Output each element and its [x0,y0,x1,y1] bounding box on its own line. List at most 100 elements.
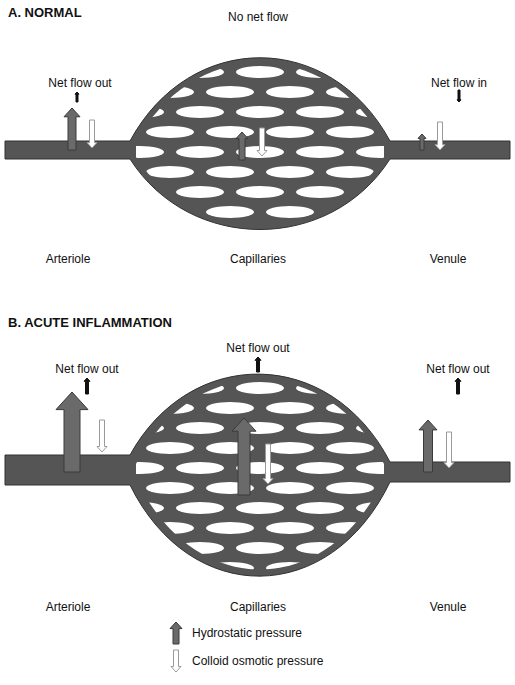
osmotic-arrow [257,128,267,156]
flow-label: Net flow out [426,362,489,376]
capillary-gap [146,442,194,454]
capillary-gap [116,382,164,394]
capillary-gap [386,46,434,58]
capillary-gap [146,46,194,58]
capillary-gap [176,542,224,554]
legend-text: Hydrostatic pressure [192,626,302,640]
capillary-gap [86,206,134,218]
capillary-gap [386,522,434,534]
capillary-gap [266,442,314,454]
capillary-gap [116,186,164,198]
vessel-label: Venule [430,600,467,614]
capillary-gap [356,146,404,158]
capillary-gap [206,206,254,218]
capillary-gap [86,442,134,454]
capillary-gap [146,522,194,534]
capillary-gap [146,482,194,494]
capillary-gap [356,186,404,198]
capillary-gap [116,226,164,238]
vessel-label: Arteriole [46,600,91,614]
pressure-arrows [56,90,461,672]
capillary-gap [356,422,404,434]
capillary-gap [296,382,344,394]
capillary-gap [146,206,194,218]
capillary-gap [266,206,314,218]
capillary-gap [386,402,434,414]
flow-label: No net flow [228,10,288,24]
capillary-gap [266,86,314,98]
capillary-gap [176,106,224,118]
hydrostatic-arrow [419,420,437,472]
flow-label: Net flow out [55,362,118,376]
capillary-gap [296,422,344,434]
capillary-gap [266,362,314,374]
legend-hydrostatic-sample [170,622,182,644]
capillary-gap [296,66,344,78]
capillary-gap [356,66,404,78]
hydrostatic-arrow [232,418,256,495]
flow-label: Net flow in [431,76,487,90]
capillary-gap [296,542,344,554]
capillary-gap [266,166,314,178]
capillary-gap [176,382,224,394]
capillary-gap [296,106,344,118]
capillary-gap [206,562,254,574]
net-flow-arrow [255,357,261,372]
capillary-gap [386,206,434,218]
capillary-gap [146,166,194,178]
capillary-gap [296,226,344,238]
capillary-gap [296,462,344,474]
capillary-gap [206,86,254,98]
vessel-normal [5,46,510,238]
vessel-label: Capillaries [230,252,286,266]
capillary-gap [176,502,224,514]
capillary-gap [266,126,314,138]
capillary-gap [386,86,434,98]
capillary-gap [326,86,374,98]
capillary-gap [206,46,254,58]
capillary-gap [236,66,284,78]
capillary-gap [296,502,344,514]
capillary-gap [176,226,224,238]
net-flow-arrow [75,92,79,102]
capillary-gap [326,562,374,574]
capillary-gap [386,126,434,138]
capillary-gap [386,562,434,574]
capillary-gap [356,502,404,514]
vessel-label: Venule [430,252,467,266]
capillary-gap [236,542,284,554]
capillary-gap [236,186,284,198]
capillary-gap [236,382,284,394]
capillary-gap [386,166,434,178]
capillary-gap [116,106,164,118]
capillary-gap [86,402,134,414]
capillary-gap [146,86,194,98]
flow-label: Net flow out [226,341,289,355]
capillary-gap [356,542,404,554]
vessel-inflamed [5,362,510,594]
capillary-gap [326,522,374,534]
capillary-gap [176,66,224,78]
capillary-gap [266,562,314,574]
capillary-gap [326,362,374,374]
hydrostatic-arrow [56,392,88,472]
hydrostatic-arrow [64,108,80,150]
capillary-gap [386,482,434,494]
capillary-gap [356,226,404,238]
capillary-gap [296,146,344,158]
capillary-gap [176,462,224,474]
capillary-gap [206,166,254,178]
osmotic-arrow [435,122,445,150]
capillary-gap [176,186,224,198]
capillary-gap [86,166,134,178]
hydrostatic-arrow [236,132,248,160]
legend-text: Colloid osmotic pressure [192,654,323,668]
capillary-gap [116,582,164,594]
capillary-gap [86,522,134,534]
capillary-gap [356,106,404,118]
capillary-gap [146,362,194,374]
capillary-gap [326,402,374,414]
hydrostatic-arrow [418,134,426,150]
capillary-gap [206,522,254,534]
capillary-gap [206,126,254,138]
